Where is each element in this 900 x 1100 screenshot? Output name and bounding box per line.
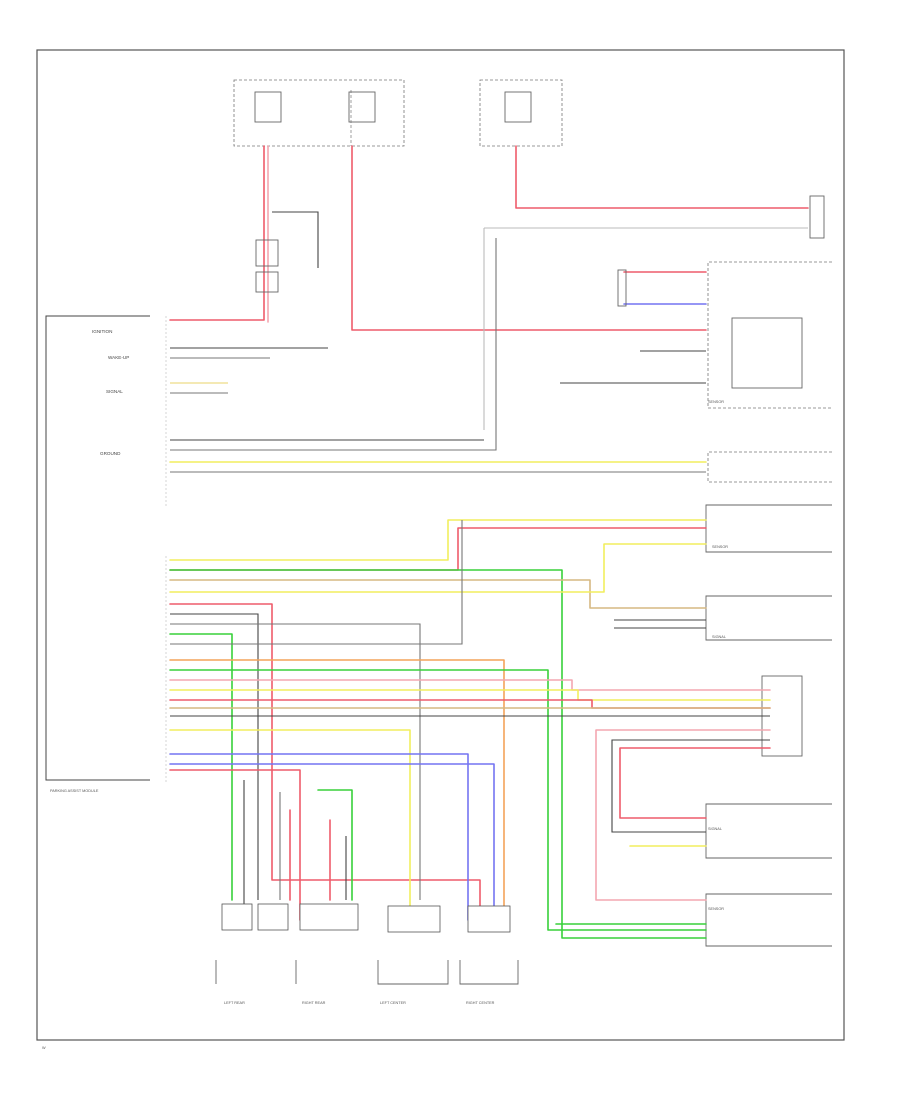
right-device-labels: SENSOR SIGNAL SIGNAL SENSOR SENSOR (708, 400, 728, 911)
splice-block (255, 239, 279, 293)
sensor-label-right-center: RIGHT CENTER (466, 1001, 495, 1005)
parking-assist-module (45, 315, 167, 782)
device-label-1: SENSOR (712, 545, 728, 549)
input-wakeup: WAKE-UP (108, 355, 129, 360)
input-signal: SIGNAL (106, 389, 123, 394)
middle-bus-wires (169, 238, 707, 473)
input-ignition: IGNITION (92, 329, 112, 334)
right-device-boxes (705, 195, 832, 947)
sensor-left-rear: LEFT REAR (221, 903, 289, 1005)
module-footer-label: PARKING ASSIST MODULE (50, 789, 99, 793)
diagram-frame (36, 49, 845, 1041)
input-ground: GROUND (100, 451, 121, 456)
power-feed-wires (169, 145, 809, 430)
sensor-left-center: LEFT CENTER (380, 905, 441, 1005)
fuse-box-right (479, 79, 563, 147)
module-input-labels: IGNITION WAKE-UP SIGNAL GROUND PARKING A… (50, 329, 129, 793)
switch-wires (560, 269, 707, 384)
fuse-box-left (233, 79, 405, 147)
sensor-right-center: RIGHT CENTER (466, 905, 511, 1005)
device-label-2: SIGNAL (712, 635, 726, 639)
sensor-label-left-rear: LEFT REAR (224, 1001, 245, 1005)
lower-harness-wires (169, 519, 771, 939)
sensor-right-rear: RIGHT REAR (299, 903, 359, 1005)
device-label-4: SENSOR (708, 907, 724, 911)
page-reference: W (42, 1046, 46, 1050)
sensor-brackets (215, 960, 519, 985)
device-label-5: SENSOR (708, 400, 724, 404)
sensor-label-left-center: LEFT CENTER (380, 1001, 406, 1005)
sensor-label-right-rear: RIGHT REAR (302, 1001, 326, 1005)
device-label-3: SIGNAL (708, 827, 722, 831)
